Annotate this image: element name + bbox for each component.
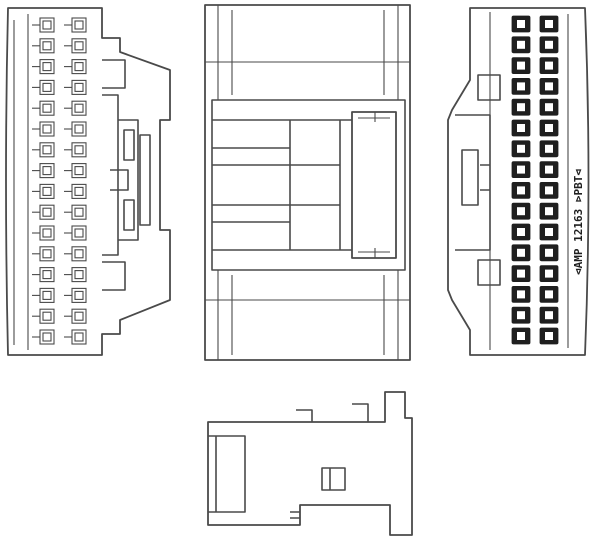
connector-left-face-view [5,7,171,356]
terminal-hole [517,186,525,195]
right-terminal-grid [511,15,559,345]
terminal-hole [545,103,553,112]
cavity-inner [74,124,84,134]
cavity-inner [42,228,52,238]
side-front-shroud [208,435,246,513]
cavity-inner [74,311,84,321]
terminal-hole [517,144,525,153]
terminal-hole [545,20,553,28]
cavity-inner [42,41,52,51]
cavity-inner [74,166,84,176]
terminal-hole [545,311,553,320]
cavity-inner [42,332,52,342]
cavity-inner [74,62,84,72]
terminal-hole [545,61,553,70]
cavity-inner [74,207,84,217]
left-housing-outline [5,7,171,356]
terminal-hole [517,165,525,174]
left-cavity-grid [32,17,87,345]
cavity-inner [42,186,52,196]
terminal-hole [517,61,525,70]
cavity-inner [42,20,52,30]
cavity-inner [74,103,84,113]
right-latch-frame [455,74,501,286]
connector-top-view [204,4,411,361]
cavity-inner [42,124,52,134]
terminal-hole [545,290,553,299]
terminal-hole [545,248,553,257]
middle-center-block [211,99,406,271]
terminal-hole [517,207,525,216]
terminal-hole [545,186,553,195]
terminal-hole [517,20,525,28]
cavity-inner [74,270,84,280]
housing-marking-text: ⊲AMP 12163 ⊳PBT⊲ [572,169,585,275]
cavity-inner [42,62,52,72]
side-latch-details [290,403,369,519]
cavity-inner [42,82,52,92]
left-housing-inner-rim [13,14,29,350]
cavity-inner [74,41,84,51]
terminal-hole [517,124,525,132]
terminal-hole [545,228,553,236]
cavity-inner [74,145,84,155]
terminal-hole [545,144,553,153]
middle-inner-rails [205,5,410,360]
cavity-inner [74,249,84,259]
cavity-inner [42,270,52,280]
cavity-inner [74,332,84,342]
cavity-inner [74,228,84,238]
cavity-inner [74,290,84,300]
middle-latch-details [358,112,390,258]
middle-latch [351,111,397,259]
terminal-hole [545,165,553,174]
terminal-hole [545,40,553,49]
terminal-hole [545,207,553,216]
side-housing-outline [207,391,413,536]
terminal-hole [545,332,553,340]
cavity-inner [42,311,52,321]
terminal-hole [517,311,525,320]
left-latch-frame [102,59,151,291]
connector-side-view [207,391,413,536]
cavity-inner [42,249,52,259]
cavity-inner [42,145,52,155]
middle-housing-outline [204,4,411,361]
cavity-inner [42,103,52,113]
terminal-hole [517,103,525,112]
terminal-hole [545,269,553,278]
terminal-hole [517,269,525,278]
terminal-hole [517,248,525,257]
terminal-hole [545,124,553,132]
cavity-inner [74,82,84,92]
terminal-hole [517,82,525,91]
cavity-inner [74,20,84,30]
cavity-inner [42,290,52,300]
terminal-hole [545,82,553,91]
terminal-hole [517,40,525,49]
terminal-hole [517,228,525,236]
terminal-hole [517,332,525,340]
cavity-inner [42,166,52,176]
cavity-inner [42,207,52,217]
connector-rear-face-view: ⊲AMP 12163 ⊳PBT⊲ [447,7,590,356]
cavity-inner [74,186,84,196]
terminal-hole [517,290,525,299]
